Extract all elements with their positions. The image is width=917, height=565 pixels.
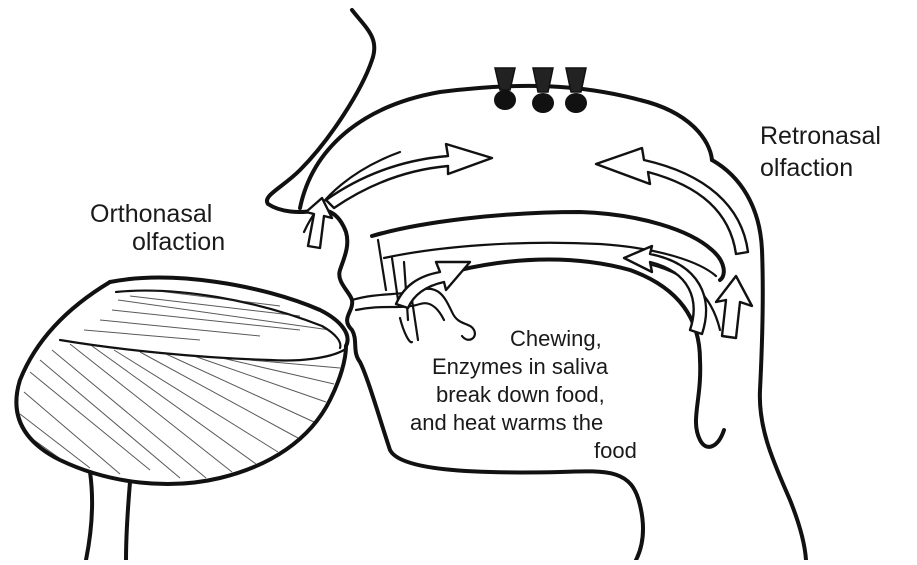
- mouth-to-nasal-arrow: [396, 262, 470, 308]
- wine-surface: [60, 340, 344, 361]
- wine-glass: [16, 278, 347, 560]
- retronasal-label-line2: olfaction: [760, 154, 853, 182]
- chewing-label-line3: break down food,: [436, 382, 605, 407]
- orthonasal-label-line1: Orthonasal: [90, 200, 212, 228]
- retronasal-label-line1: Retronasal: [760, 122, 881, 150]
- chewing-label: Chewing, Enzymes in saliva break down fo…: [410, 326, 637, 463]
- wine-hatching: [20, 290, 340, 478]
- chewing-label-line1: Chewing,: [510, 326, 602, 351]
- receptor-2: [532, 68, 554, 113]
- orthonasal-label-line2: olfaction: [132, 228, 225, 256]
- olfactory-receptors: [494, 68, 587, 113]
- receptor-1: [494, 68, 516, 110]
- retronasal-label: Retronasal olfaction: [760, 122, 881, 182]
- orthonasal-nostril-arrow: [306, 198, 332, 248]
- retronasal-arrow-throat: [716, 276, 752, 338]
- retronasal-arrow-upper: [596, 148, 748, 254]
- chewing-label-line4: and heat warms the: [410, 410, 603, 435]
- orthonasal-label: Orthonasal olfaction: [90, 200, 225, 256]
- chewing-label-line2: Enzymes in saliva: [432, 354, 609, 379]
- face-profile-outline: [267, 10, 643, 560]
- wine-glass-bowl: [16, 282, 346, 484]
- wine-glass-stem: [86, 472, 130, 560]
- chewing-label-line5: food: [594, 438, 637, 463]
